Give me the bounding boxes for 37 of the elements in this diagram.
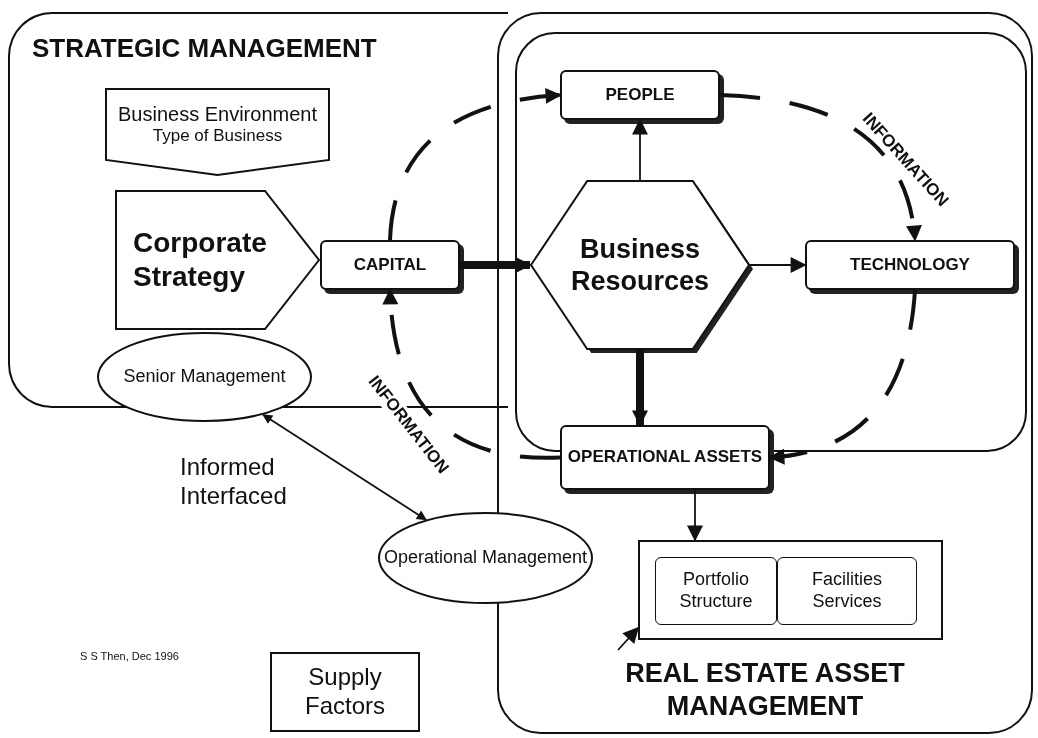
- node-label: PEOPLE: [605, 84, 675, 106]
- arrow: [687, 489, 703, 542]
- node-label: Facilities Services: [811, 569, 883, 613]
- arrow: [632, 118, 648, 181]
- node-label: Business Resources: [569, 232, 711, 298]
- region-heading: STRATEGIC MANAGEMENT: [32, 32, 377, 65]
- node-label: Type of Business: [152, 126, 283, 147]
- hexagon-shape: [530, 180, 750, 350]
- node-label: Business Environment: [118, 102, 317, 126]
- node-label: TECHNOLOGY: [850, 254, 970, 276]
- process-box: [777, 557, 917, 625]
- region-heading: REAL ESTATE ASSET MANAGEMENT: [624, 656, 906, 724]
- node-label: Operational Management: [383, 547, 588, 569]
- rectangle-box: [638, 540, 943, 640]
- process-box: [655, 557, 777, 625]
- edge-label: Informed Interfaced: [179, 453, 288, 511]
- ellipse-shape: [97, 332, 312, 422]
- arrow: [262, 413, 427, 521]
- ellipse-shape: [378, 512, 593, 604]
- node-label: CAPITAL: [353, 254, 427, 276]
- arrow: [383, 288, 560, 460]
- arrow: [719, 93, 922, 242]
- arrow-shape: [115, 190, 320, 330]
- pentagon-shape: [105, 88, 330, 176]
- rectangle-box: [270, 652, 420, 732]
- node-label: OPERATIONAL ASSETS: [567, 447, 763, 468]
- node-label: Senior Management: [123, 366, 286, 388]
- author-note: S S Then, Dec 1996: [80, 650, 179, 662]
- arrow: [632, 350, 648, 427]
- arrow: [460, 257, 532, 273]
- node-label: Portfolio Structure: [678, 569, 754, 613]
- arrow: [388, 88, 562, 241]
- arrow: [617, 626, 640, 651]
- arrow: [749, 257, 807, 273]
- arrow: [768, 289, 917, 464]
- node-label: Corporate Strategy: [133, 226, 268, 294]
- node-label: Supply Factors: [304, 663, 386, 721]
